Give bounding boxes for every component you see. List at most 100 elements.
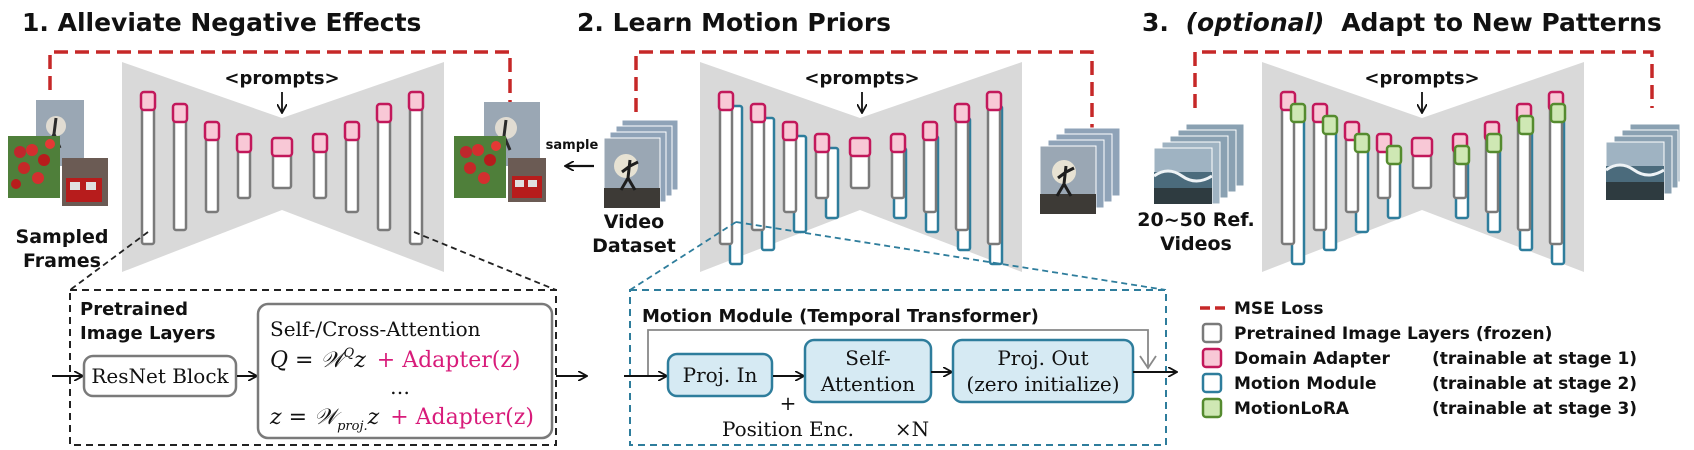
unet-layer: [953, 102, 972, 252]
unet-layer: [749, 102, 776, 252]
image-layer-block: [140, 94, 156, 246]
legend-item: MotionLoRA (trainable at stage 3): [1201, 397, 1637, 419]
domain-adapter-block: [848, 136, 872, 158]
domain-adapter-block: [375, 102, 393, 124]
unet-layer: [848, 136, 872, 190]
ref-videos-label-line2: Videos: [1160, 233, 1232, 255]
unet-1-layers: [139, 90, 425, 246]
domain-adapter-block: [407, 90, 425, 112]
legend-label: MotionLoRA: [1234, 399, 1350, 419]
sampled-frames-label-line1: Sampled: [16, 226, 109, 248]
legend-item: Motion Module(trainable at stage 2): [1201, 372, 1637, 394]
legend-item: Pretrained Image Layers (frozen): [1201, 322, 1552, 344]
domain-adapter-block: [343, 120, 361, 142]
video-dataset-image: [603, 119, 679, 209]
ref-videos-label-line1: 20~50 Ref.: [1137, 209, 1254, 231]
legend-item: Domain Adapter (trainable at stage 1): [1201, 347, 1637, 369]
image-layer-block: [986, 94, 1002, 246]
unet-layer: [1515, 102, 1535, 252]
unet-layer: [921, 120, 940, 234]
motion-lora-block: [1385, 144, 1403, 166]
legend-note: (trainable at stage 3): [1432, 399, 1637, 419]
proj-out-label-line1: Proj. Out: [997, 346, 1088, 370]
motion-lora-block: [1453, 144, 1471, 166]
motion-lora-block: [1485, 132, 1503, 154]
unet-2-layers: [717, 90, 1004, 266]
equation-projection-z: z: [367, 405, 380, 430]
domain-adapter-block: [1410, 136, 1434, 158]
unet-layer: [985, 90, 1004, 266]
zoom-line-2-left: [629, 221, 737, 291]
unet-layer: [1451, 132, 1471, 220]
domain-adapter-block: [813, 132, 831, 154]
domain-adapter-block: [953, 102, 971, 124]
unet-layer: [1547, 90, 1567, 266]
proj-in-block: [666, 352, 774, 398]
stage-3-number: 3.: [1142, 8, 1169, 37]
image-layer-block: [376, 106, 392, 232]
unet-layer: [717, 90, 744, 266]
times-n-label: ×N: [895, 417, 929, 441]
zoom-line-1-right: [413, 231, 557, 291]
pretrained-panel-title-line1: Pretrained: [80, 299, 188, 320]
unet-layer: [889, 132, 908, 220]
equation-projection: z = 𝒲proj.z + Adapter(z): [269, 405, 534, 434]
legend-note: (trainable at stage 1): [1432, 349, 1637, 369]
proj-in-label: Proj. In: [683, 363, 758, 387]
unet-layer: [235, 132, 253, 200]
prompts-label-2: <prompts>: [804, 68, 919, 89]
legend-label: MSE Loss: [1234, 299, 1323, 319]
equation-ellipsis: …: [390, 375, 410, 399]
mse-loss-bracket-2: [634, 50, 1094, 128]
mse-loss-bracket-3: [1193, 50, 1654, 108]
unet-layer: [1410, 136, 1434, 190]
equation-projection-lhs: z = 𝒲: [269, 405, 342, 430]
image-layer-block: [954, 106, 970, 232]
zoom-line-1-left: [69, 231, 149, 291]
plus-sign: +: [780, 391, 797, 415]
image-layer-block: [172, 106, 188, 232]
stage-3-title: 3. (optional) Adapt to New Patterns: [1142, 8, 1662, 37]
video-dataset-label-line2: Dataset: [592, 235, 676, 257]
unet-3-layers: [1279, 90, 1567, 266]
equation-projection-adapter: + Adapter(z): [390, 405, 534, 430]
unet-layer: [407, 90, 425, 246]
image-layer-block: [750, 106, 766, 232]
equation-query-sup: Q: [344, 346, 355, 361]
skip-connection: [647, 329, 1149, 376]
domain-adapter-block: [270, 136, 294, 158]
equation-query-lhs: Q = 𝒲: [270, 348, 348, 373]
prompts-label-1: <prompts>: [224, 68, 339, 89]
legend-swatch: [1201, 372, 1223, 394]
video-dataset-label-line1: Video: [604, 211, 664, 233]
unet-layer: [270, 136, 294, 190]
unet-layer: [1279, 90, 1307, 266]
domain-adapter-block: [311, 132, 329, 154]
mse-loss-bracket-1: [48, 50, 512, 108]
domain-adapter-block: [139, 90, 157, 112]
domain-adapter-block: [203, 120, 221, 142]
unet-layer: [343, 120, 361, 214]
prompts-label-3: <prompts>: [1364, 68, 1479, 89]
pretrained-panel-title-line2: Image Layers: [80, 323, 216, 344]
legend-label: Domain Adapter: [1234, 349, 1390, 369]
domain-adapter-block: [749, 102, 767, 124]
motion-lora-block: [1321, 114, 1339, 136]
equation-query-adapter: + Adapter(z): [377, 348, 521, 373]
stage-2-title: 2. Learn Motion Priors: [577, 8, 891, 37]
unet-layer: [1483, 120, 1503, 234]
motion-lora-block: [1517, 114, 1535, 136]
stage-3-rest: Adapt to New Patterns: [1341, 8, 1662, 37]
unet-layer: [375, 102, 393, 232]
zoom-line-2-right: [735, 221, 1167, 291]
skip-connection-arrowhead: [1139, 355, 1157, 370]
image-layer-block: [408, 94, 424, 246]
domain-adapter-block: [921, 120, 939, 142]
legend-item: MSE Loss: [1200, 299, 1323, 319]
unet-layer: [1311, 102, 1339, 252]
unet-layer: [203, 120, 221, 214]
ref-videos-image: [1153, 123, 1245, 205]
unet-layer: [1343, 120, 1371, 234]
lora-output-image: [1605, 123, 1681, 201]
